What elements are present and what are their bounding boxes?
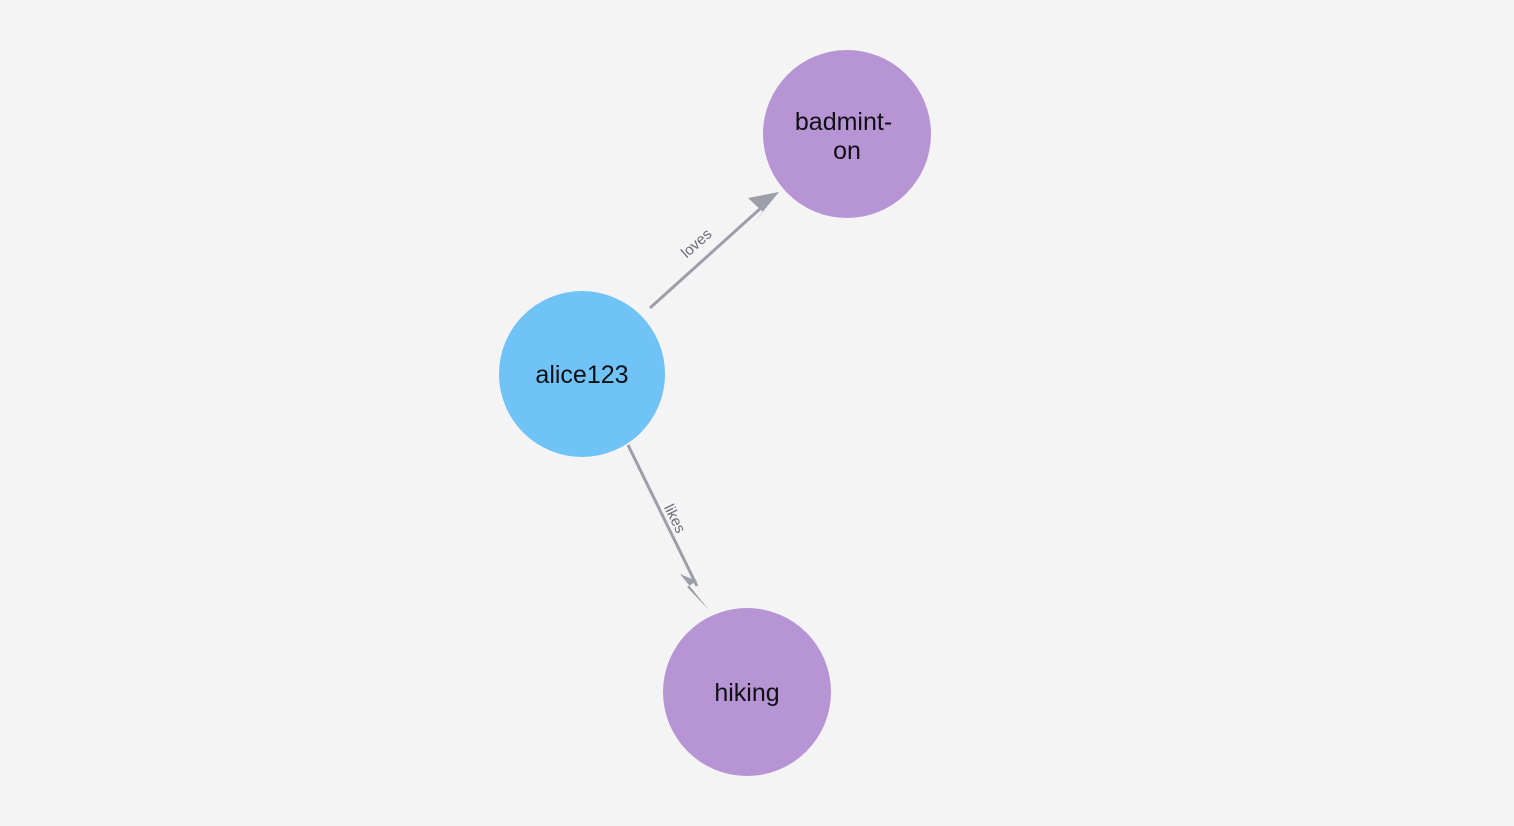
node-circle-alice123[interactable] [499, 291, 665, 457]
node-circle-badminton[interactable] [763, 50, 931, 218]
nodes-layer: badmint- on alice123 hiking [499, 50, 931, 776]
edge-line-likes [626, 444, 699, 587]
node-circle-hiking[interactable] [663, 608, 831, 776]
node-alice123[interactable]: alice123 [499, 291, 665, 457]
node-hiking[interactable]: hiking [663, 608, 831, 776]
edge-line-loves [648, 205, 764, 310]
edge-alice123-loves-badminton[interactable]: loves [648, 192, 779, 310]
edge-alice123-likes-hiking[interactable]: likes [626, 444, 709, 610]
arrowhead-likes [680, 574, 709, 610]
node-badminton[interactable]: badmint- on [763, 50, 931, 218]
arrowhead-loves [748, 192, 779, 225]
edge-label-loves: loves [678, 226, 715, 262]
